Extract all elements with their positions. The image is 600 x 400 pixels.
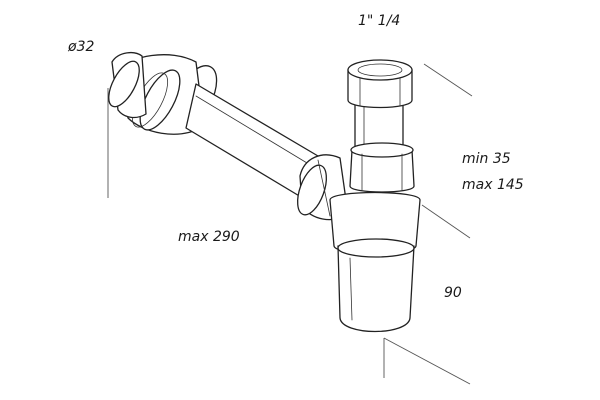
dimension-lines bbox=[107, 63, 473, 385]
outlet-pipe bbox=[185, 83, 319, 201]
height-min-label: min 35 bbox=[462, 151, 511, 167]
height-max-label: max 145 bbox=[462, 177, 524, 193]
top-nut bbox=[347, 59, 413, 109]
cup-height-label: 90 bbox=[444, 285, 462, 301]
pipe-diameter-label: ø32 bbox=[68, 39, 95, 55]
length-max-label: max 290 bbox=[178, 229, 240, 245]
trap-cup bbox=[329, 191, 421, 333]
thread-size-label: 1" 1/4 bbox=[358, 13, 401, 29]
